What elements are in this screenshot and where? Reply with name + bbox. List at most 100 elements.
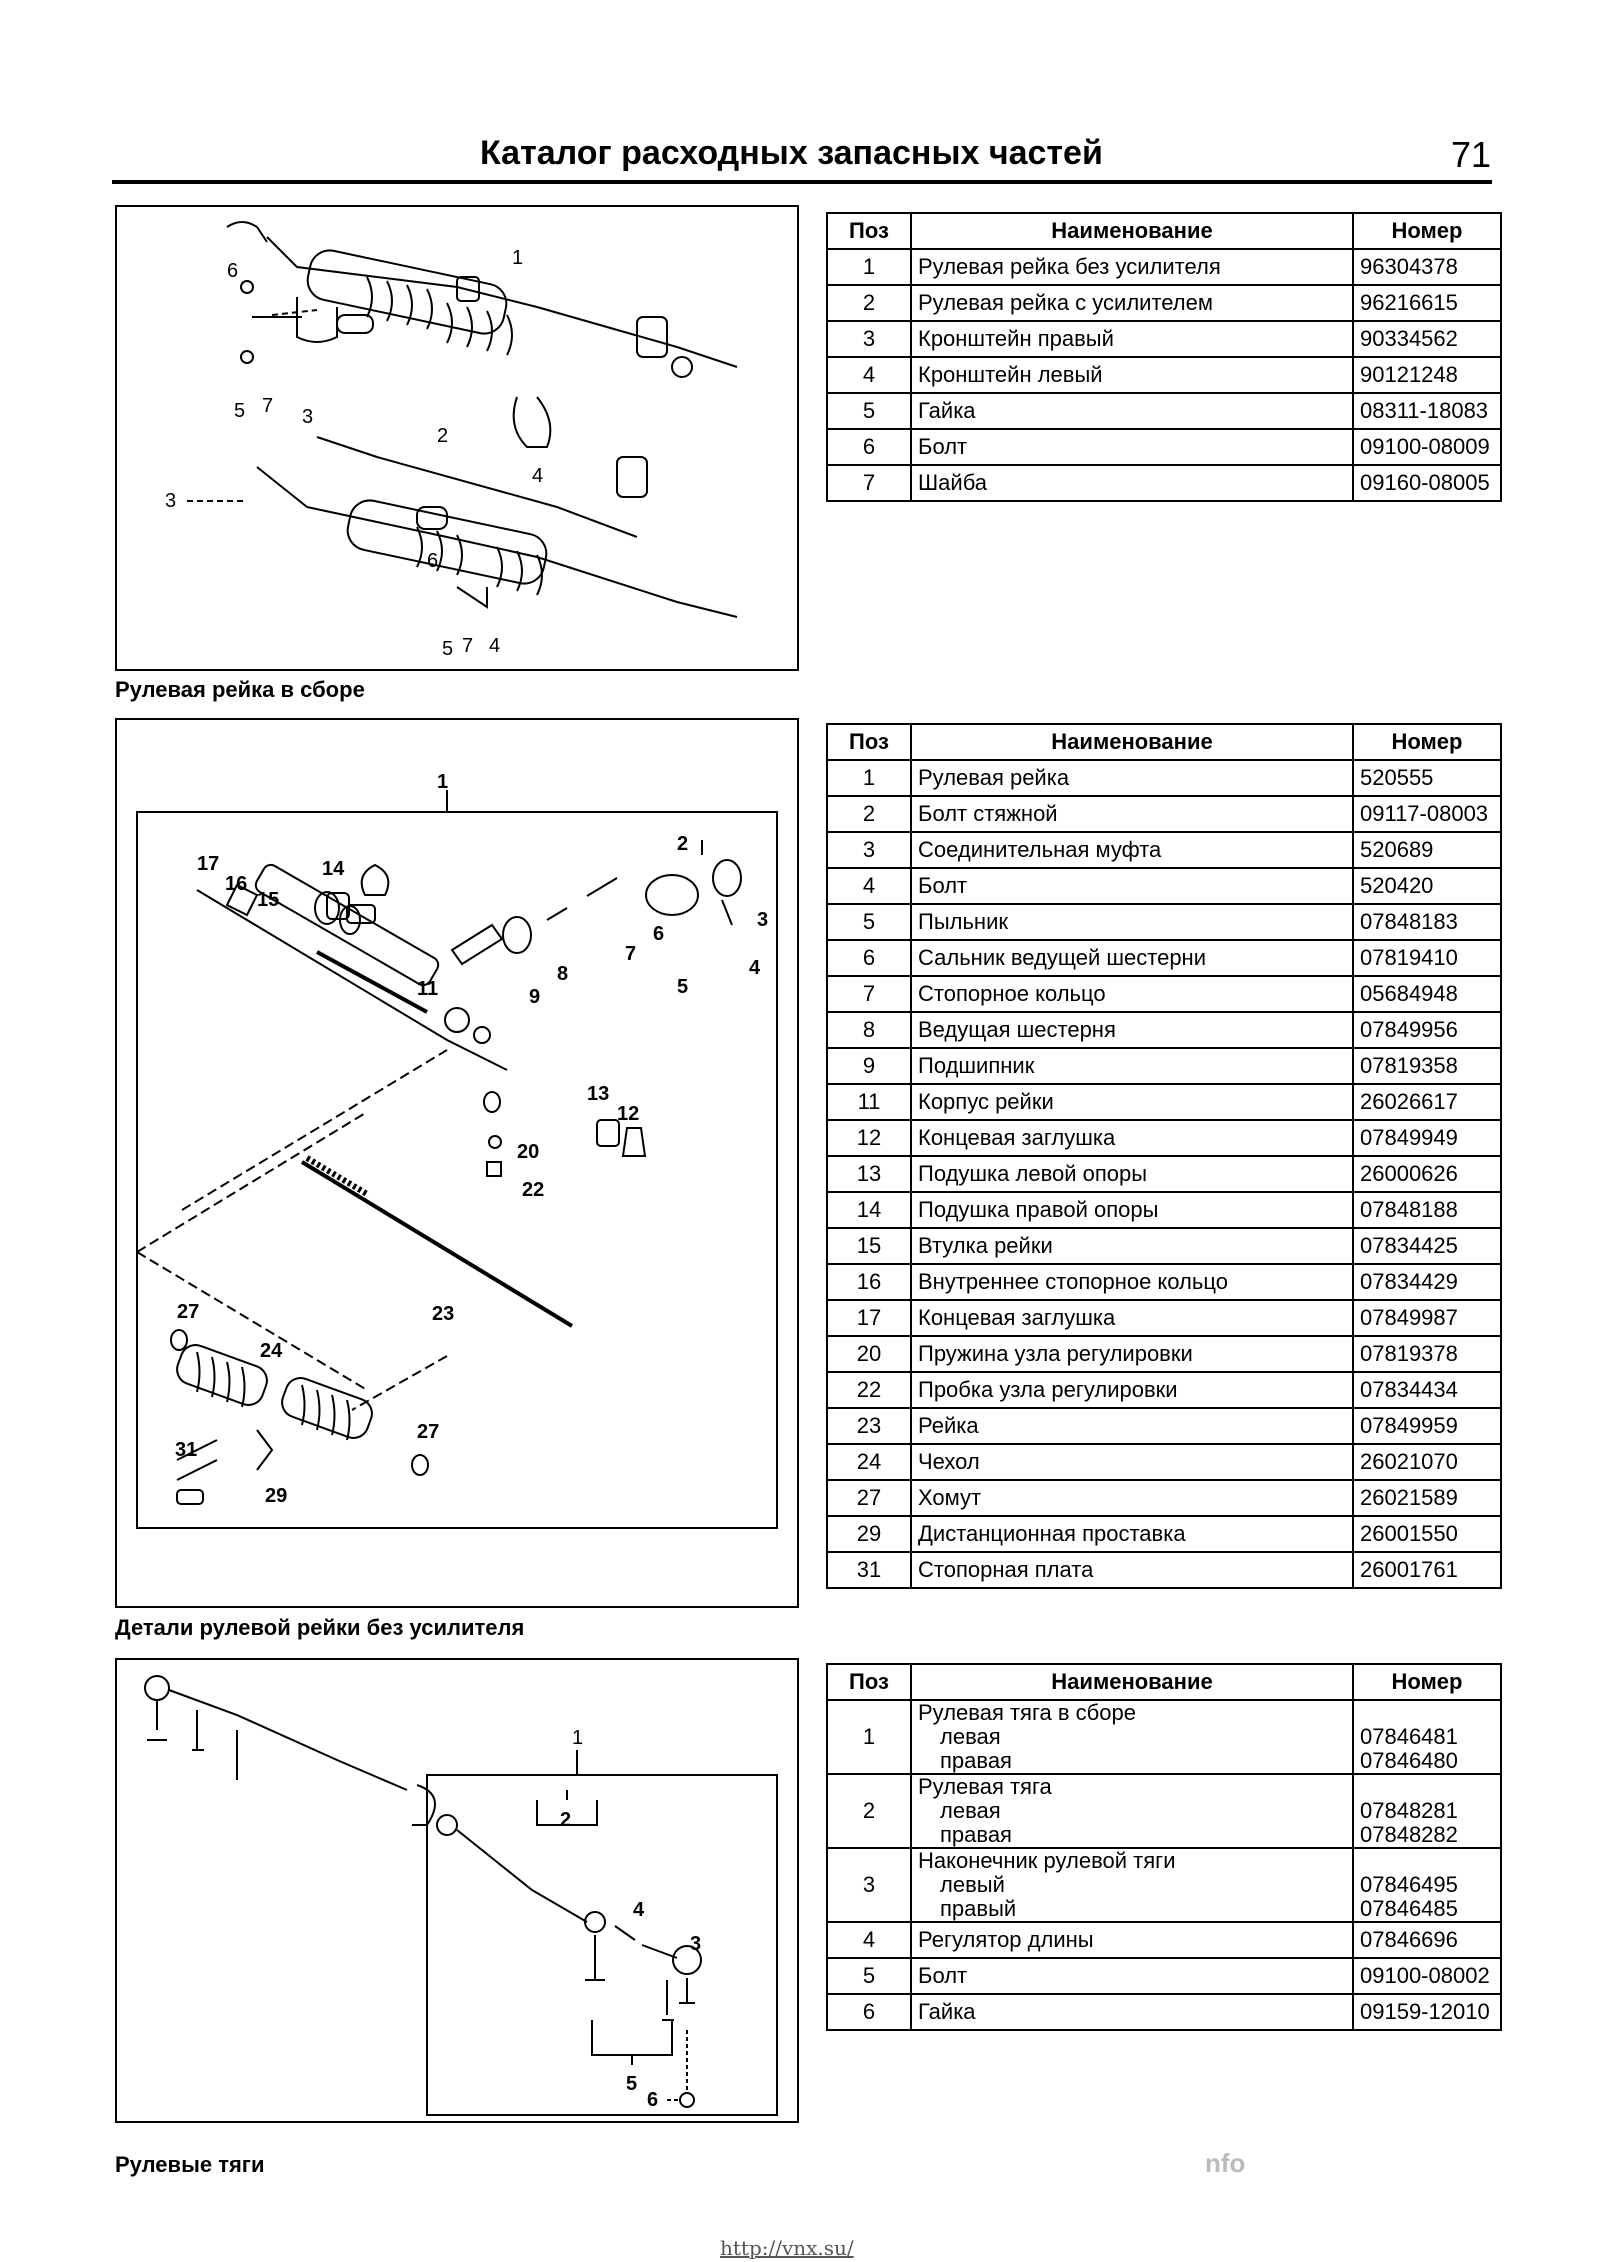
- pos-cell: 1: [826, 759, 912, 797]
- name-cell: Соединительная муфта: [910, 831, 1354, 869]
- name-cell: Стопорная плата: [910, 1551, 1354, 1589]
- table-header-row: Поз Наименование Номер: [826, 723, 1502, 761]
- name-cell: Пружина узла регулировки: [910, 1335, 1354, 1373]
- figure-caption: Рулевые тяги: [115, 2152, 265, 2177]
- column-header-pos: Поз: [826, 1663, 912, 1701]
- name-cell: Хомут: [910, 1479, 1354, 1517]
- callout-7: 7: [262, 395, 273, 417]
- number-cell: 26001761: [1352, 1551, 1502, 1589]
- number-value: 07846481: [1360, 1724, 1458, 1749]
- callout-13: 13: [587, 1083, 609, 1105]
- footer-url-link[interactable]: http://vnx.su/: [720, 2236, 854, 2260]
- callout-1: 1: [437, 771, 448, 793]
- table-header-row: Поз Наименование Номер: [826, 212, 1502, 250]
- callout-11: 11: [417, 978, 438, 1000]
- pos-cell: 14: [826, 1191, 912, 1229]
- pos-cell: 17: [826, 1299, 912, 1337]
- pos-cell: 13: [826, 1155, 912, 1193]
- callout-24: 24: [260, 1340, 283, 1362]
- column-header-number: Номер: [1352, 212, 1502, 250]
- pos-cell: 5: [826, 392, 912, 430]
- callout-16: 16: [225, 873, 247, 895]
- number-cell: 26000626: [1352, 1155, 1502, 1193]
- callout-6b: 6: [427, 550, 438, 572]
- number-cell: 09100-08009: [1352, 428, 1502, 466]
- pos-cell: 1: [826, 1699, 912, 1775]
- page-title: Каталог расходных запасных частей: [480, 134, 1103, 172]
- column-header-pos: Поз: [826, 723, 912, 761]
- pos-cell: 4: [826, 867, 912, 905]
- pos-cell: 29: [826, 1515, 912, 1553]
- callout-5: 5: [677, 976, 688, 998]
- name-cell: Болт: [910, 1957, 1354, 1995]
- number-cell: 09159-12010: [1352, 1993, 1502, 2031]
- name-cell: Гайка: [910, 1993, 1354, 2031]
- number-cell: 09100-08002: [1352, 1957, 1502, 1995]
- number-cell: 520420: [1352, 867, 1502, 905]
- number-cell: 07849959: [1352, 1407, 1502, 1445]
- number-cell: 26001550: [1352, 1515, 1502, 1553]
- parts-table-tie-rods: Поз Наименование Номер 1 Рулевая тяга в …: [826, 1663, 1502, 2031]
- pos-cell: 6: [826, 939, 912, 977]
- callout-4b: 4: [489, 635, 500, 657]
- number-cell: 08311-18083: [1352, 392, 1502, 430]
- number-cell: 07834425: [1352, 1227, 1502, 1265]
- callout-15: 15: [257, 889, 279, 911]
- number-cell: 07819378: [1352, 1335, 1502, 1373]
- pos-cell: 3: [826, 831, 912, 869]
- pos-cell: 2: [826, 1773, 912, 1849]
- callout-2: 2: [560, 1809, 571, 1831]
- name-cell: Болт: [910, 867, 1354, 905]
- column-header-pos: Поз: [826, 212, 912, 250]
- pos-cell: 24: [826, 1443, 912, 1481]
- callout-4: 4: [633, 1899, 645, 1921]
- callout-9: 9: [529, 986, 540, 1008]
- steering-rack-assembly-drawing: 6 1 3 7 5 4 2 3 6 5 7 4: [165, 221, 738, 660]
- pos-cell: 5: [826, 1957, 912, 1995]
- pos-cell: 2: [826, 284, 912, 322]
- name-main: Рулевая тяга: [918, 1774, 1052, 1799]
- figure-caption: Рулевая рейка в сборе: [115, 677, 365, 702]
- table-header-row: Поз Наименование Номер: [826, 1663, 1502, 1701]
- pos-cell: 3: [826, 320, 912, 358]
- pos-cell: 1: [826, 248, 912, 286]
- number-value: 07848281: [1360, 1798, 1458, 1823]
- number-value: 07848282: [1360, 1822, 1458, 1847]
- callout-4: 4: [532, 465, 543, 487]
- page-number: 71: [1451, 134, 1492, 175]
- name-main: Наконечник рулевой тяги: [918, 1848, 1176, 1873]
- number-value: 07846495: [1360, 1872, 1458, 1897]
- callout-27: 27: [177, 1301, 199, 1323]
- name-main: Рулевая тяга в сборе: [918, 1700, 1136, 1725]
- name-cell: Рулевая рейка: [910, 759, 1354, 797]
- callout-1: 1: [572, 1727, 583, 1749]
- number-cell: 520555: [1352, 759, 1502, 797]
- pos-cell: 2: [826, 795, 912, 833]
- number-cell: 09160-08005: [1352, 464, 1502, 502]
- callout-7: 7: [625, 943, 636, 965]
- callout-14: 14: [322, 858, 345, 880]
